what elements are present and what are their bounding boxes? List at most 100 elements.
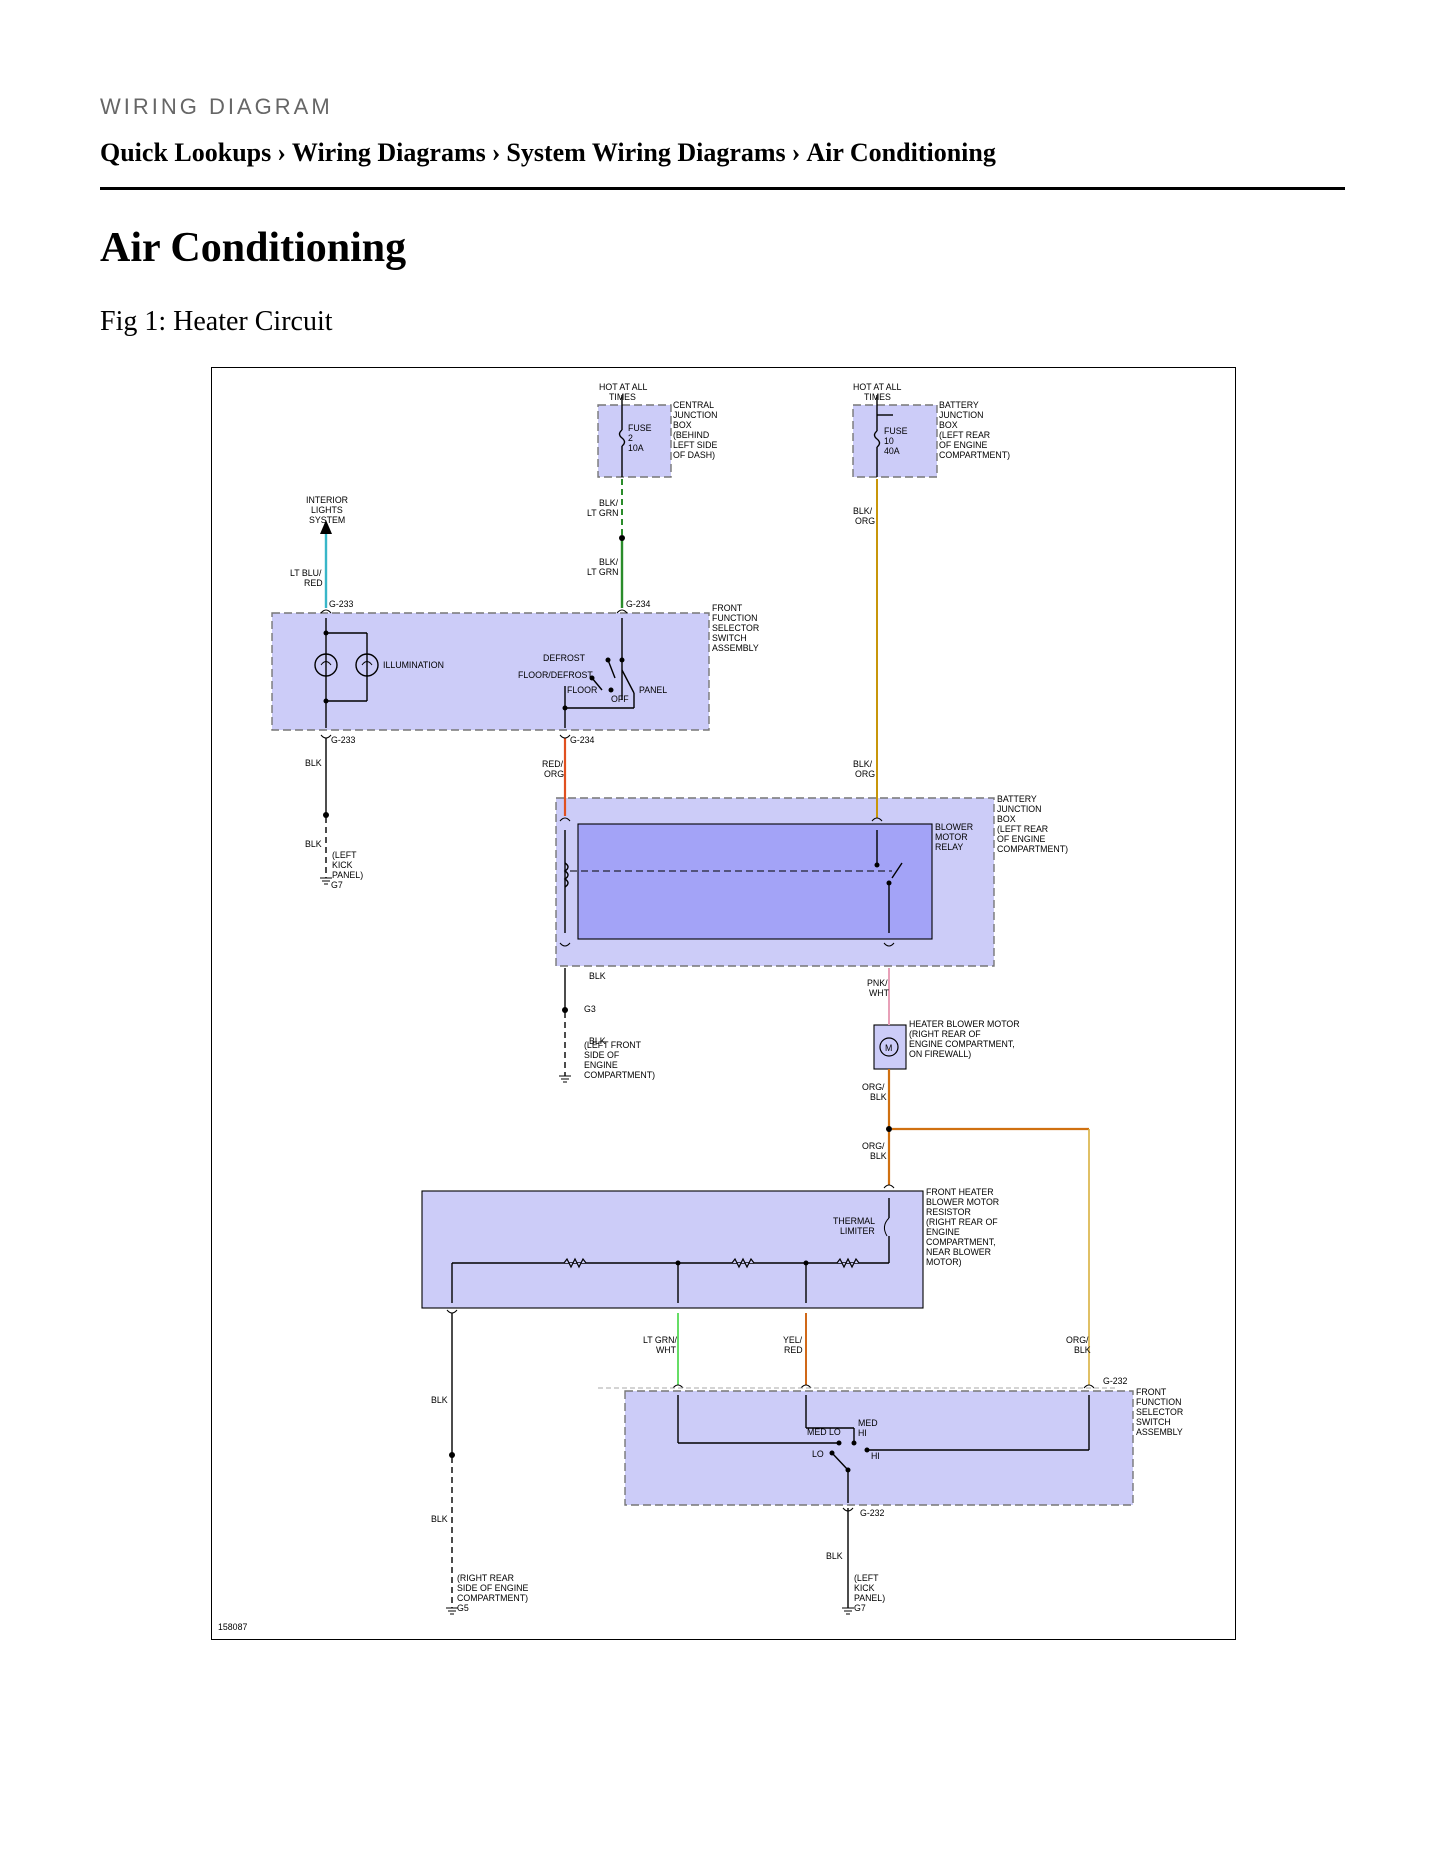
header-divider (100, 187, 1345, 190)
label-lfs-3: ENGINE (584, 1060, 618, 1070)
label-bjb2-3: BOX (997, 814, 1016, 824)
label-g234-top: G-234 (626, 599, 651, 609)
label-floor: FLOOR (567, 685, 597, 695)
contact-floor (608, 687, 614, 693)
label-lo: LO (812, 1449, 824, 1459)
label-lkp-1: (LEFT (332, 850, 357, 860)
label-hbm-4: ON FIREWALL) (909, 1049, 971, 1059)
label-lfs-4: COMPARTMENT) (584, 1070, 655, 1080)
label-off: OFF (611, 694, 629, 704)
label-g5: G5 (457, 1603, 469, 1613)
label-fhr-4: (RIGHT REAR OF (926, 1217, 998, 1227)
illumination-lamps (314, 618, 379, 728)
label-hot-2a: HOT AT ALL (853, 382, 902, 392)
label-fuse2-3: 10A (628, 443, 644, 453)
breadcrumb-separator: › (491, 138, 501, 167)
label-rrs-1: (RIGHT REAR (457, 1573, 514, 1583)
contact-med-lo (836, 1440, 842, 1446)
page-title: Air Conditioning (100, 225, 407, 271)
label-med-lo: MED LO (807, 1427, 841, 1437)
label-fuse2-2: 2 (628, 433, 633, 443)
battery-junction-box-fuse (852, 404, 938, 478)
label-bjb-1: BATTERY (939, 400, 979, 410)
label-ils-3: SYSTEM (309, 515, 345, 525)
label-wire-yelred-2: RED (784, 1345, 803, 1355)
splice-org-blk (886, 1126, 892, 1132)
label-hot-2b: TIMES (864, 392, 891, 402)
label-wire-orgblk-a1: ORG/ (862, 1082, 885, 1092)
mode-selector-switch (564, 618, 635, 728)
label-bjb-2: JUNCTION (939, 410, 983, 420)
label-hot-1b: TIMES (609, 392, 636, 402)
label-cjb-3: BOX (673, 420, 692, 430)
resistor-node-1 (675, 1260, 681, 1266)
ground-icon-g3 (559, 1075, 571, 1083)
breadcrumb-link-quick-lookups[interactable]: Quick Lookups (100, 138, 272, 167)
label-fhr-3: RESISTOR (926, 1207, 971, 1217)
label-lkp2-3: PANEL) (854, 1593, 885, 1603)
label-bmr-1: BLOWER (935, 822, 973, 832)
label-ffs-3: SELECTOR (712, 623, 759, 633)
label-wire-orgblk-a2: BLK (870, 1092, 887, 1102)
label-wire-blk-4: BLK (589, 1036, 606, 1046)
label-wire-blk-3: BLK (589, 971, 606, 981)
label-med-hi-2: HI (858, 1428, 867, 1438)
relay-contact-fixed (874, 862, 880, 868)
relay-contact-moving (886, 880, 892, 886)
section-kicker: WIRING DIAGRAM (100, 94, 333, 119)
label-hbm-1: HEATER BLOWER MOTOR (909, 1019, 1020, 1029)
blower-motor-relay (577, 823, 933, 940)
label-floor-defrost: FLOOR/DEFROST (518, 670, 593, 680)
label-cjb-5: LEFT SIDE (673, 440, 717, 450)
label-fhr-6: COMPARTMENT, (926, 1237, 996, 1247)
label-g3: G3 (584, 1004, 596, 1014)
resistor-network (451, 1198, 890, 1303)
contact-lo (829, 1450, 835, 1456)
contact-off (562, 705, 568, 711)
label-fhr-2: BLOWER MOTOR (926, 1197, 999, 1207)
breadcrumb-link-system-wiring-diagrams[interactable]: System Wiring Diagrams (506, 138, 786, 167)
label-fuse10-1: FUSE (884, 426, 908, 436)
label-fhr-5: ENGINE (926, 1227, 960, 1237)
label-wire-blkorg-b1: BLK/ (853, 759, 873, 769)
figure-id: 158087 (218, 1622, 247, 1632)
label-g233-top: G-233 (329, 599, 354, 609)
label-cjb-2: JUNCTION (673, 410, 717, 420)
fuse-2-symbol (618, 429, 626, 447)
label-g232-top: G-232 (1103, 1376, 1128, 1386)
label-ffs2-1: FRONT (1136, 1387, 1167, 1397)
label-fhr-1: FRONT HEATER (926, 1187, 994, 1197)
splice-blk-g3 (562, 1007, 568, 1013)
label-lkp2-2: KICK (854, 1583, 875, 1593)
label-bmr-2: MOTOR (935, 832, 968, 842)
label-wire-blkltgrn-a1: BLK/ (599, 498, 619, 508)
label-rrs-3: COMPARTMENT) (457, 1593, 528, 1603)
label-fhr-8: MOTOR) (926, 1257, 962, 1267)
label-ffs-2: FUNCTION (712, 613, 757, 623)
label-bjb-4: (LEFT REAR (939, 430, 990, 440)
motor-label: M (885, 1043, 892, 1053)
label-wire-blk-1: BLK (305, 758, 322, 768)
label-thermal-1: THERMAL (833, 1216, 875, 1226)
label-ffs2-2: FUNCTION (1136, 1397, 1181, 1407)
label-g7-b: G7 (854, 1603, 866, 1613)
node-illum-bot (323, 698, 329, 704)
fuse-10-symbol (873, 430, 881, 448)
label-wire-blk-5: BLK (431, 1395, 448, 1405)
label-wire-ltblu-2: RED (304, 578, 323, 588)
label-lkp-2: KICK (332, 860, 353, 870)
contact-common (619, 657, 625, 663)
figure-caption: Fig 1: Heater Circuit (100, 306, 333, 337)
front-function-selector-switch-upper (271, 612, 710, 731)
breadcrumb-separator: › (791, 138, 801, 167)
label-wire-redorg-2: ORG (544, 769, 564, 779)
label-ffs-4: SWITCH (712, 633, 747, 643)
label-ffs2-3: SELECTOR (1136, 1407, 1183, 1417)
resistor-2 (731, 1257, 755, 1269)
breadcrumb-link-wiring-diagrams[interactable]: Wiring Diagrams (291, 138, 486, 167)
heater-circuit-diagram: M HOT AT ALL TIMES CENTRAL JUNCTION (218, 382, 1183, 1632)
label-hot-1a: HOT AT ALL (599, 382, 648, 392)
label-wire-ltblu-1: LT BLU/ (290, 568, 322, 578)
label-defrost: DEFROST (543, 653, 586, 663)
label-wire-orgblk-b2: BLK (870, 1151, 887, 1161)
